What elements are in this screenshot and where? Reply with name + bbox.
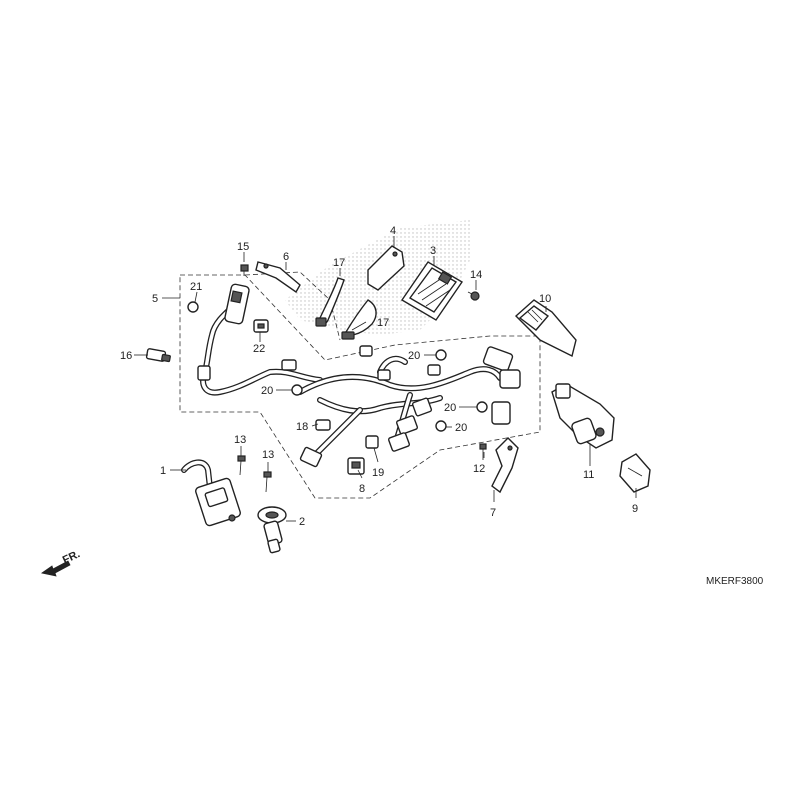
callout-7: 7: [490, 507, 496, 519]
band-17b[interactable]: [341, 299, 377, 340]
callout-6: 6: [283, 251, 289, 263]
front-arrow-icon: [41, 560, 71, 577]
band-17a[interactable]: [315, 277, 345, 327]
callout-17a: 17: [333, 257, 345, 269]
front-indicator-label: FR.: [61, 548, 82, 566]
callout-11: 11: [583, 469, 594, 481]
callout-17b: 17: [377, 317, 389, 329]
callout-5: 5: [152, 293, 158, 305]
bolt-15[interactable]: [240, 264, 249, 276]
bolt-12[interactable]: [479, 443, 487, 460]
callout-15: 15: [237, 241, 249, 253]
callout-1: 1: [160, 465, 166, 477]
regulator-rectifier[interactable]: [400, 261, 464, 321]
callout-3: 3: [430, 245, 436, 257]
clip-22[interactable]: [253, 319, 269, 333]
callout-9: 9: [632, 503, 638, 515]
callout-20c: 20: [444, 402, 456, 414]
callout-13a: 13: [234, 434, 246, 446]
bracket-plate-4[interactable]: [367, 245, 405, 291]
callout-22: 22: [253, 343, 265, 355]
grommet-20b[interactable]: [291, 384, 303, 396]
callout-12: 12: [473, 463, 485, 475]
callout-13b: 13: [262, 449, 274, 461]
spark-plug-cap[interactable]: [257, 506, 287, 554]
grommet-20a[interactable]: [435, 349, 447, 361]
grommet-20d[interactable]: [435, 420, 447, 432]
bolt-14[interactable]: [467, 291, 480, 301]
callout-20b: 20: [261, 385, 273, 397]
ignition-coil[interactable]: [181, 459, 241, 527]
callout-20d: 20: [455, 422, 467, 434]
cover-10[interactable]: [514, 299, 577, 358]
switch-assembly-11[interactable]: [551, 383, 615, 449]
clip-8b[interactable]: [365, 435, 379, 449]
callout-2: 2: [299, 516, 305, 528]
bracket-6[interactable]: [255, 261, 301, 294]
bracket-7[interactable]: [491, 437, 519, 494]
callout-4: 4: [390, 225, 396, 237]
callout-18: 18: [296, 421, 308, 433]
bolt-13b[interactable]: [263, 471, 272, 493]
grommet-20c[interactable]: [476, 401, 488, 413]
connector-16[interactable]: [145, 348, 171, 363]
bolt-13a[interactable]: [237, 455, 246, 476]
callout-20a: 20: [408, 350, 420, 362]
callout-10: 10: [539, 293, 551, 305]
callout-14: 14: [470, 269, 482, 281]
clip-8a[interactable]: [347, 457, 365, 475]
callout-21: 21: [190, 281, 202, 293]
connector-9[interactable]: [619, 453, 651, 493]
leader-lines: [134, 236, 637, 522]
ground-wire[interactable]: [187, 283, 323, 396]
callout-16: 16: [120, 350, 132, 362]
callout-8: 8: [359, 483, 365, 495]
main-wire-harness[interactable]: [281, 345, 521, 468]
drawing-code: MKERF3800: [706, 576, 764, 587]
callout-19: 19: [372, 467, 384, 479]
